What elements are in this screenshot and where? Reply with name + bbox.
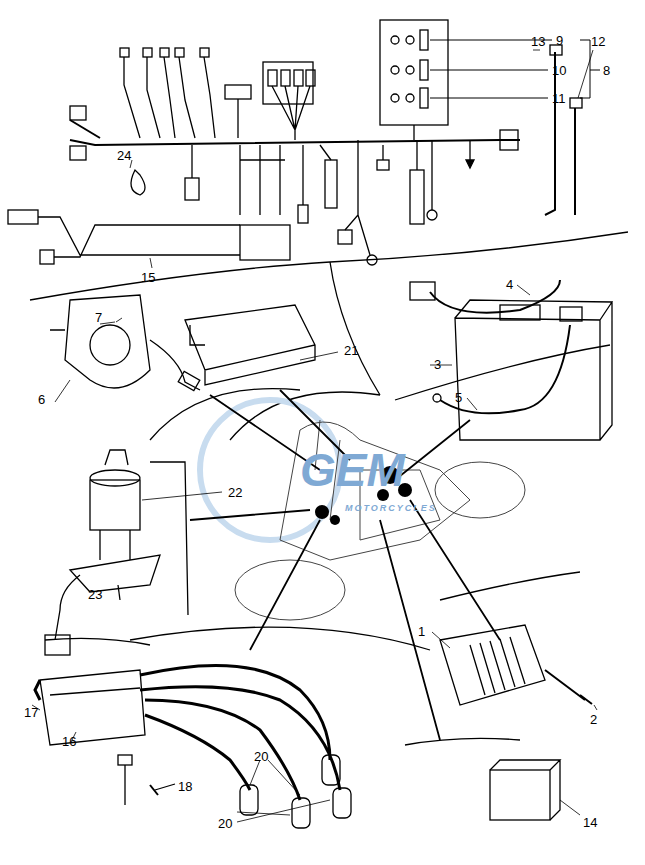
callout-number: 17 xyxy=(24,705,38,720)
callout-number: 15 xyxy=(141,270,155,285)
callout-number: 20 xyxy=(218,816,232,831)
callout-number: 18 xyxy=(178,779,192,794)
callout-number: 7 xyxy=(95,310,102,325)
callout-number: 3 xyxy=(434,357,441,372)
callout-number: 13 xyxy=(531,34,545,49)
watermark: GEM xyxy=(300,445,405,495)
callout-number: 10 xyxy=(552,63,566,78)
callout-number: 11 xyxy=(552,91,566,106)
callout-number: 12 xyxy=(591,34,605,49)
callout-number: 14 xyxy=(583,815,597,830)
callout-number: 6 xyxy=(38,392,45,407)
watermark: MOTORCYCLES xyxy=(345,503,437,514)
callout-number: 5 xyxy=(455,390,462,405)
callout-number: 21 xyxy=(344,343,358,358)
callout-number: 1 xyxy=(418,624,425,639)
callout-number: 9 xyxy=(556,33,563,48)
callout-number: 4 xyxy=(506,277,513,292)
callout-number: 2 xyxy=(590,712,597,727)
callout-number: 22 xyxy=(228,485,242,500)
callout-number: 24 xyxy=(117,148,131,163)
callout-number: 20 xyxy=(254,749,268,764)
callout-number: 23 xyxy=(88,587,102,602)
callout-number: 16 xyxy=(62,734,76,749)
callout-number: 8 xyxy=(603,63,610,78)
